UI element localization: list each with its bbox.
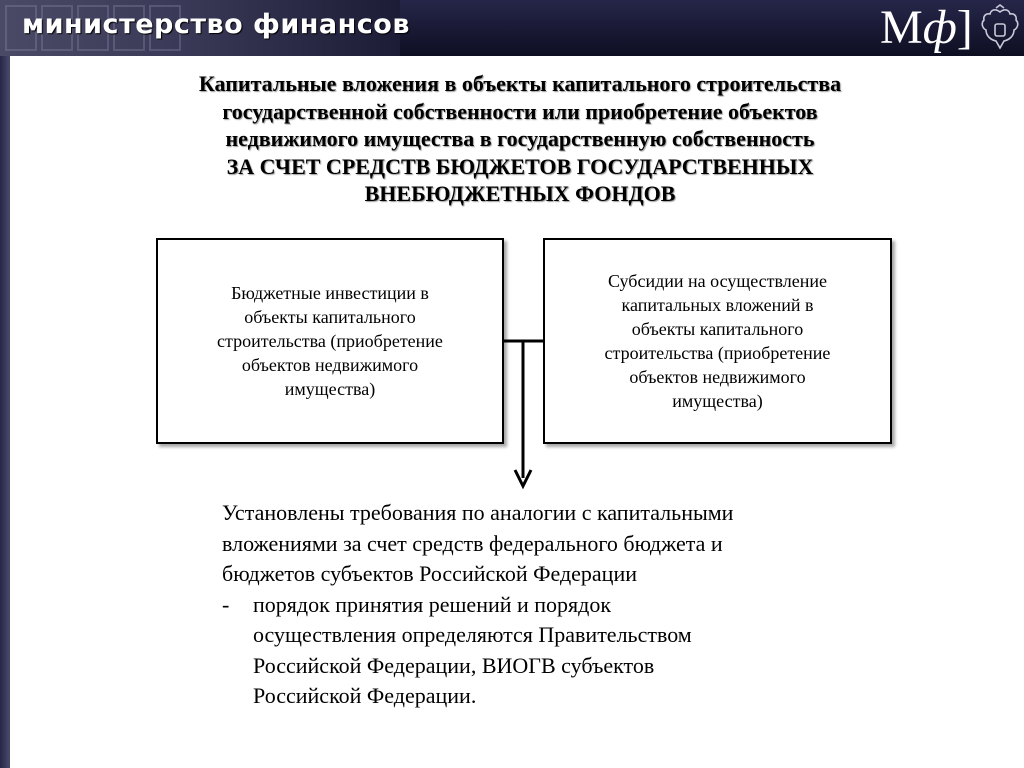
title-line: ЗА СЧЕТ СРЕДСТВ БЮДЖЕТОВ ГОСУДАРСТВЕННЫХ <box>226 153 814 179</box>
left-accent-bar <box>0 56 10 768</box>
box-text-line: строительства (приобретение <box>604 343 831 363</box>
box-text-line: капитальных вложений в <box>621 295 814 315</box>
bullet-item: - порядок принятия решений и порядок осу… <box>222 590 842 712</box>
bullet-line: Российской Федерации. <box>253 683 477 708</box>
double-headed-eagle-icon <box>981 4 1019 50</box>
box-text-line: Бюджетные инвестиции в <box>231 283 429 303</box>
bullet-line: осуществления определяются Правительство… <box>253 622 692 647</box>
bullet-dash: - <box>222 591 230 617</box>
box-text-line: Субсидии на осуществление <box>607 271 827 291</box>
requirements-line: Установлены требования по аналогии с кап… <box>222 500 734 525</box>
slide-title: Капитальные вложения в объекты капитальн… <box>60 70 980 208</box>
title-line: Капитальные вложения в объекты капитальн… <box>198 71 842 96</box>
requirements-line: бюджетов субъектов Российской Федерации <box>222 561 637 586</box>
bullet-line: порядок принятия решений и порядок <box>253 591 612 617</box>
box-text-line: имущества) <box>672 391 763 411</box>
minfin-logo: Мф] <box>880 1 973 54</box>
building-facade-icon <box>5 5 181 51</box>
header-left-panel <box>0 0 400 56</box>
header-bar: министерство финансов Мф] <box>0 0 1024 56</box>
box-text-line: строительства (приобретение <box>217 331 443 351</box>
title-line: государственной собственности или приобр… <box>222 98 818 124</box>
bullet-line: Российской Федерации, ВИОГВ субъектов <box>253 652 655 678</box>
budget-investments-box: Бюджетные инвестиции в объекты капитальн… <box>156 238 504 444</box>
box-text-line: объекты капитального <box>244 307 416 327</box>
title-line: недвижимого имущества в государственную … <box>225 126 815 151</box>
box-text-line: имущества) <box>284 379 376 399</box>
subsidies-box: Субсидии на осуществление капитальных вл… <box>543 238 892 444</box>
box-text-line: объектов недвижимого <box>241 355 419 375</box>
title-line: ВНЕБЮДЖЕТНЫХ ФОНДОВ <box>364 181 676 206</box>
requirements-text: Установлены требования по аналогии с кап… <box>222 498 842 712</box>
arrow-down-icon <box>513 469 533 490</box>
box-text-line: объекты капитального <box>631 319 804 339</box>
box-text-line: объектов недвижимого <box>629 367 806 387</box>
ministry-name: министерство финансов <box>22 9 410 40</box>
requirements-line: вложениями за счет средств федерального … <box>222 530 723 556</box>
